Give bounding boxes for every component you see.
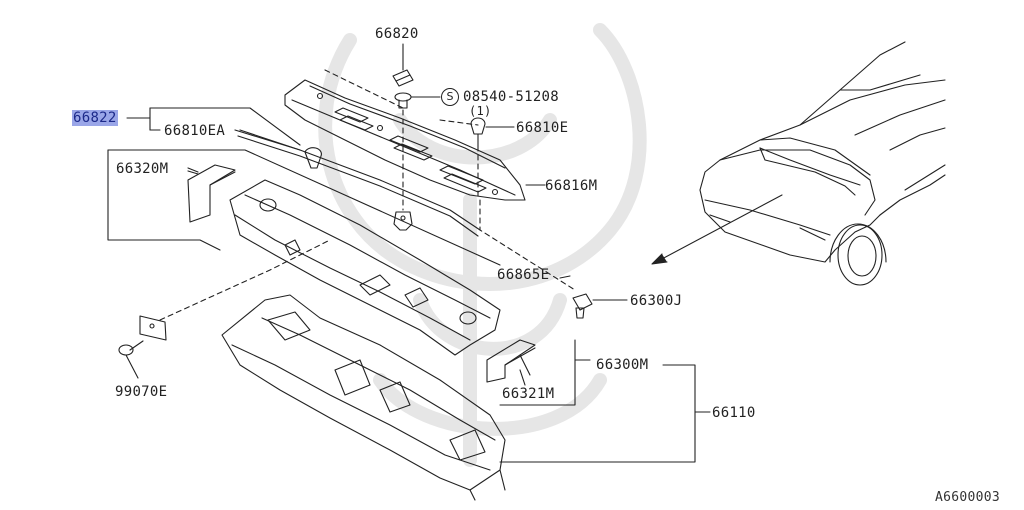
part-99070E <box>118 315 167 379</box>
screw-s-icon: S <box>441 88 459 106</box>
label-66816M: 66816M <box>545 178 598 194</box>
part-66865E-panel <box>229 179 501 356</box>
label-66810EA: 66810EA <box>164 123 226 139</box>
label-66300M: 66300M <box>596 357 649 373</box>
label-99070E: 99070E <box>115 384 168 400</box>
direction-arrow <box>651 194 783 265</box>
label-66300J: 66300J <box>630 293 683 309</box>
leader-lines <box>107 107 711 463</box>
label-66321M: 66321M <box>502 386 555 402</box>
part-08540-screw <box>394 92 441 109</box>
label-66320M: 66320M <box>116 161 169 177</box>
label-qty: (1) <box>469 104 492 118</box>
label-66810E: 66810E <box>516 120 569 136</box>
part-66300J-clip <box>572 293 628 319</box>
watermark-crest <box>318 23 647 467</box>
part-66820 <box>392 43 414 87</box>
label-08540-51208: 08540-51208 <box>463 89 560 105</box>
label-66822[interactable]: 66822 <box>72 110 118 126</box>
label-66110: 66110 <box>712 405 756 421</box>
label-66865E: 66865E <box>497 267 550 283</box>
car-illustration <box>699 41 946 286</box>
diagram-code: A6600003 <box>935 490 1001 505</box>
part-66810E-clip <box>470 117 515 147</box>
part-66321M-bracket <box>486 339 536 383</box>
clip-center <box>393 211 413 231</box>
part-66320M-bracket <box>187 164 236 223</box>
label-66820: 66820 <box>375 26 419 42</box>
part-66110-lower-panel <box>221 294 506 501</box>
